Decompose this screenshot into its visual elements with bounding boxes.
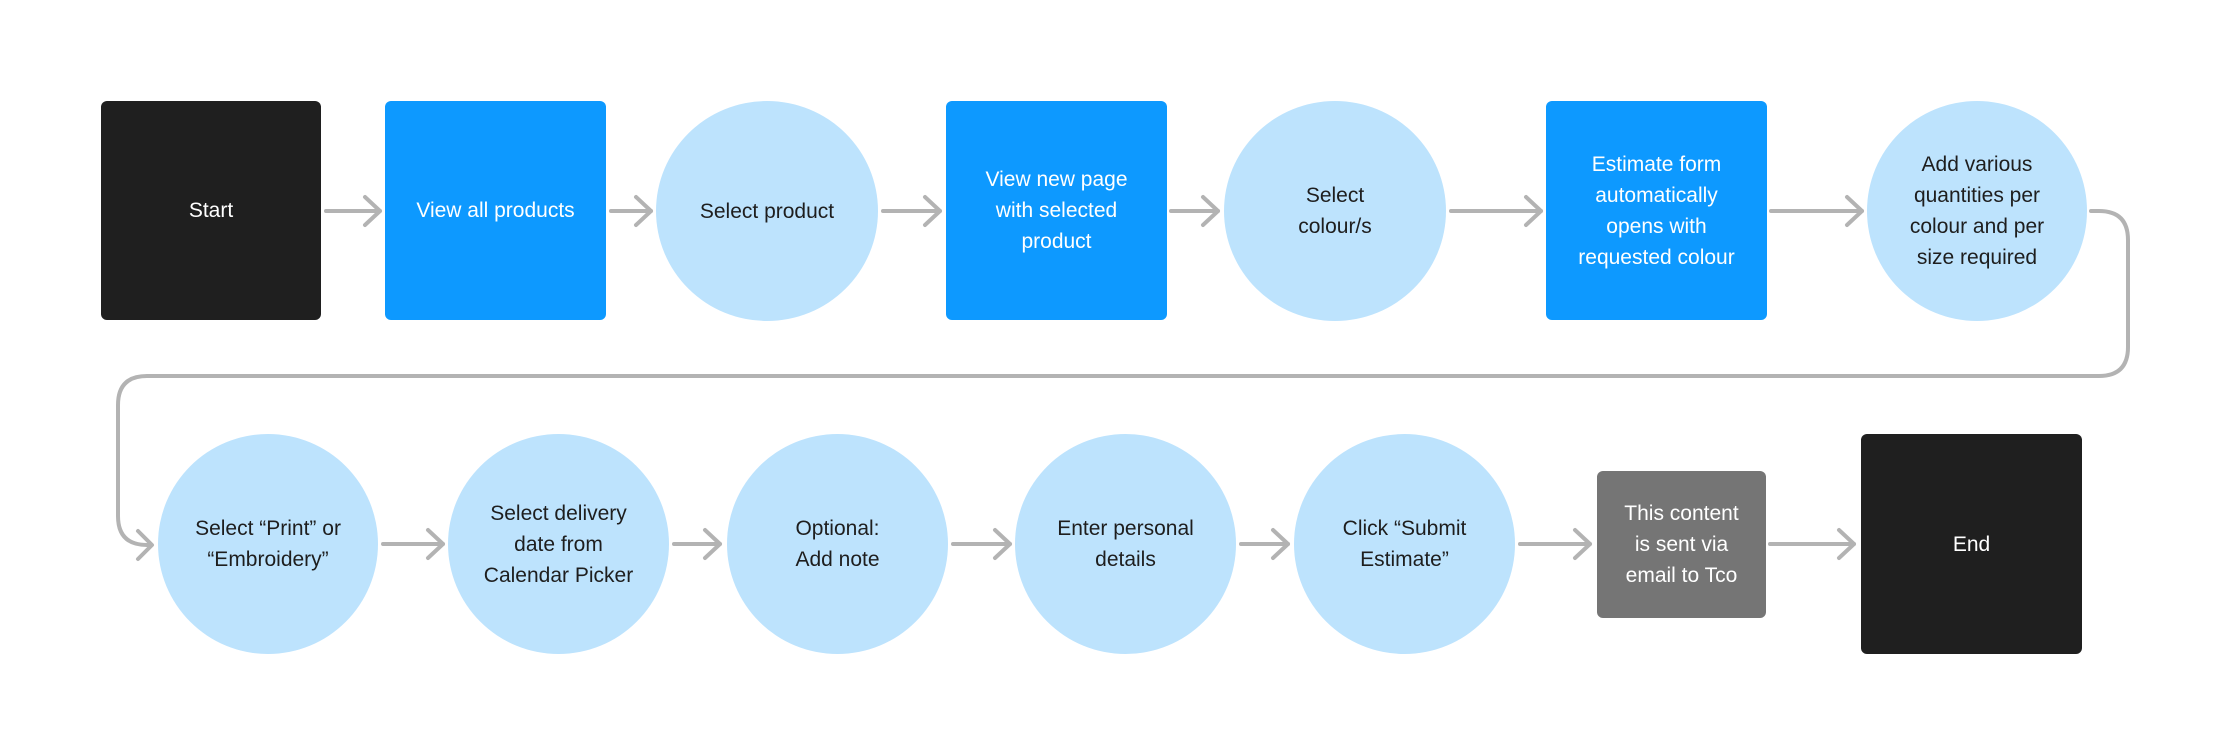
edge-view-new-page-to-select-colours — [1169, 195, 1220, 227]
view-all-products-node: View all products — [385, 101, 606, 320]
click-submit-estimate-node: Click “Submit Estimate” — [1294, 434, 1515, 654]
select-colours-node: Select colour/s — [1224, 101, 1446, 321]
start-node: Start — [101, 101, 321, 320]
edge-select-delivery-date-to-optional-add-note — [672, 528, 722, 560]
edge-estimate-form-to-add-quantities — [1769, 195, 1864, 227]
optional-add-note-node: Optional: Add note — [727, 434, 948, 654]
select-product-node: Select product — [656, 101, 878, 321]
content-sent-email-node: This content is sent via email to Tco — [1597, 471, 1766, 618]
enter-personal-details-node: Enter personal details — [1015, 434, 1236, 654]
edge-enter-personal-details-to-click-submit-estimate — [1239, 528, 1290, 560]
edge-add-quantities-to-select-print-embroidery — [116, 209, 2130, 561]
add-quantities-node: Add various quantities per colour and pe… — [1867, 101, 2087, 321]
edge-select-colours-to-estimate-form — [1449, 195, 1543, 227]
edge-content-sent-email-to-end — [1768, 528, 1856, 560]
view-new-page-node: View new page with selected product — [946, 101, 1167, 320]
edge-optional-add-note-to-enter-personal-details — [951, 528, 1012, 560]
edge-start-to-view-all-products — [324, 195, 382, 227]
end-node: End — [1861, 434, 2082, 654]
estimate-form-node: Estimate form automatically opens with r… — [1546, 101, 1767, 320]
select-print-embroidery-node: Select “Print” or “Embroidery” — [158, 434, 378, 654]
edge-view-all-products-to-select-product — [609, 195, 653, 227]
edge-select-product-to-view-new-page — [881, 195, 942, 227]
select-delivery-date-node: Select delivery date from Calendar Picke… — [448, 434, 669, 654]
edge-click-submit-estimate-to-content-sent-email — [1518, 528, 1592, 560]
edge-select-print-embroidery-to-select-delivery-date — [381, 528, 445, 560]
